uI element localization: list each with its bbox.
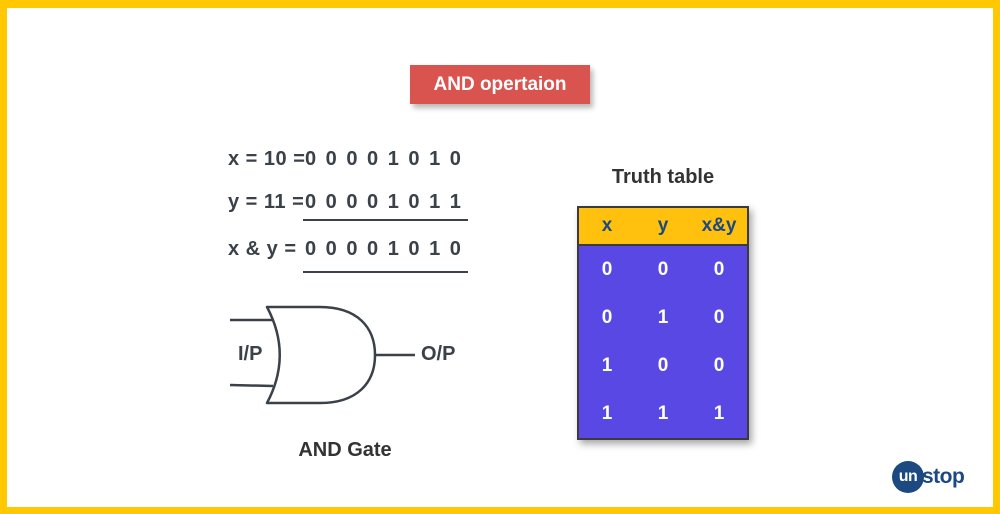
table-cell: 0 (601, 307, 613, 328)
table-cell: 0 (713, 259, 725, 280)
table-cell: 0 (713, 307, 725, 328)
table-row: 0 0 0 (579, 246, 747, 294)
unstop-logo-suffix: stop (922, 465, 965, 488)
gate-input-label: I/P (238, 343, 263, 365)
table-cell: 1 (601, 403, 613, 424)
truth-table-body: 0 0 0 0 1 0 1 0 0 1 1 1 (579, 246, 747, 438)
equation-x: x = 10 = 0 0 0 0 1 0 1 0 (228, 148, 488, 172)
equation-x-binary: 0 0 0 0 1 0 1 0 (305, 148, 463, 170)
equation-y-binary: 0 0 0 0 1 0 1 1 (305, 191, 463, 213)
gate-output-label: O/P (421, 343, 456, 365)
equation-y-label: y = 11 = (228, 191, 305, 213)
table-cell: 1 (601, 355, 613, 376)
truth-table-header-xandy: x&y (701, 215, 737, 236)
unstop-logo-prefix: un (898, 468, 918, 485)
table-row: 0 1 0 (579, 294, 747, 342)
table-cell: 1 (713, 403, 725, 424)
equation-divider-line (303, 219, 468, 221)
equation-result-binary: 0 0 0 0 1 0 1 0 (305, 238, 463, 260)
equation-result: x & y = 0 0 0 0 1 0 1 0 (228, 238, 488, 262)
unstop-logo: un stop (892, 461, 965, 493)
truth-table-header-y: y (657, 215, 669, 236)
unstop-logo-circle: un (892, 461, 924, 493)
table-row: 1 1 1 (579, 390, 747, 438)
and-gate-icon (229, 305, 415, 405)
table-cell: 0 (601, 259, 613, 280)
gate-caption: AND Gate (298, 439, 392, 461)
truth-table-title: Truth table (611, 166, 715, 188)
gate-input-line-bottom (229, 383, 274, 388)
equation-result-underline (303, 271, 468, 273)
table-row: 1 0 0 (579, 342, 747, 390)
table-cell: 1 (657, 307, 669, 328)
title-banner: AND opertaion (410, 65, 590, 104)
truth-table-header-x: x (601, 215, 613, 236)
truth-table-header-row: x y x&y (579, 208, 747, 246)
equation-x-label: x = 10 = (228, 148, 306, 170)
gate-body-shape (265, 305, 377, 405)
table-cell: 0 (657, 259, 669, 280)
truth-table: x y x&y 0 0 0 0 1 0 1 0 0 1 1 1 (577, 206, 749, 440)
equation-result-label: x & y = (228, 238, 297, 260)
table-cell: 0 (657, 355, 669, 376)
table-cell: 1 (657, 403, 669, 424)
title-banner-label: AND opertaion (433, 73, 567, 95)
table-cell: 0 (713, 355, 725, 376)
equation-y: y = 11 = 0 0 0 0 1 0 1 1 (228, 191, 488, 215)
